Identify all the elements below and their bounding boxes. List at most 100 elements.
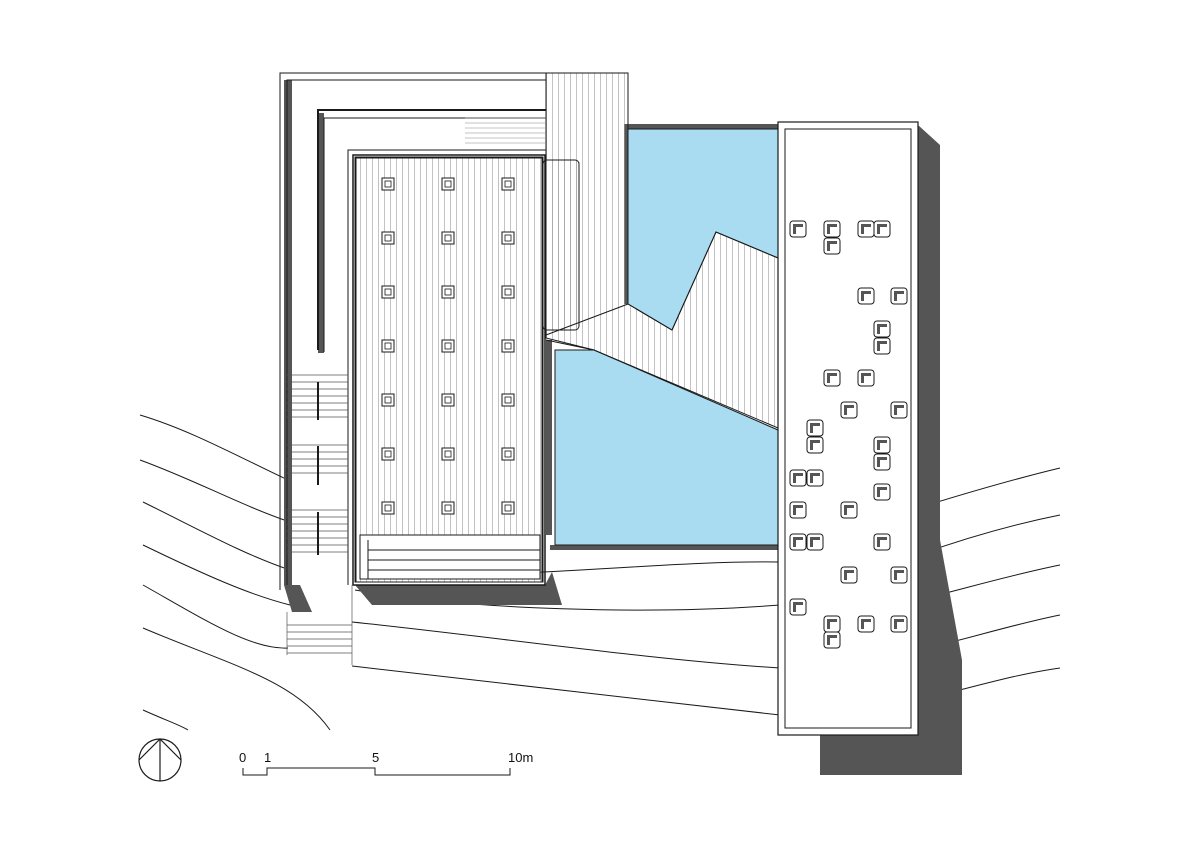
hall-column — [441, 393, 455, 407]
contour-line — [142, 544, 291, 606]
hall-column-core — [504, 288, 512, 296]
tower-window — [873, 453, 891, 471]
pool-divider — [545, 303, 629, 336]
tower — [777, 121, 919, 736]
contour-line — [351, 665, 781, 716]
upper-steps — [465, 117, 546, 144]
tower-window — [873, 337, 891, 355]
tower-window-shadow — [894, 291, 904, 301]
tower-window-shadow — [844, 405, 854, 415]
tower-window — [857, 369, 875, 387]
hall-column — [381, 177, 395, 191]
hall-column-core — [504, 396, 512, 404]
hall-column — [441, 177, 455, 191]
hall-column-core — [384, 234, 392, 242]
hall-column-core — [504, 450, 512, 458]
hall-column-core — [384, 504, 392, 512]
west-base-shadow — [284, 585, 312, 612]
contour-line — [142, 627, 331, 731]
tower-window — [823, 615, 841, 633]
tower-window — [890, 401, 908, 419]
tower-window-shadow — [793, 224, 803, 234]
hall-column — [441, 447, 455, 461]
tower-window-shadow — [877, 440, 887, 450]
tower-window-shadow — [810, 473, 820, 483]
tower-window — [840, 566, 858, 584]
tower-window-shadow — [844, 505, 854, 515]
upper-deck — [545, 72, 779, 429]
west-stair — [286, 374, 353, 665]
tower-window — [806, 469, 824, 487]
tower-window — [806, 436, 824, 454]
hall-column — [501, 285, 515, 299]
tower-window — [789, 469, 807, 487]
scale-label-5: 5 — [372, 750, 379, 765]
tower-window-shadow — [844, 570, 854, 580]
hall-columns — [381, 177, 515, 515]
tower-outline — [777, 121, 919, 736]
pool-edge-shadow — [546, 340, 552, 535]
tower-window — [840, 401, 858, 419]
mid-wall — [317, 109, 546, 350]
hall-column-core — [444, 180, 452, 188]
tower-window-shadow — [861, 224, 871, 234]
tower-window-shadow — [877, 457, 887, 467]
tower-window — [789, 598, 807, 616]
hall-column — [501, 393, 515, 407]
entry-platform — [359, 534, 541, 580]
tower-window-shadow — [810, 537, 820, 547]
tower-window-shadow — [827, 373, 837, 383]
tower-window — [857, 287, 875, 305]
main-hall-outline-inner — [355, 157, 543, 583]
hall-column — [501, 177, 515, 191]
tower-window — [857, 220, 875, 238]
west-wall-shadow — [284, 80, 292, 585]
tower-window — [873, 436, 891, 454]
hall-column-core — [444, 504, 452, 512]
hall-column — [381, 501, 395, 515]
tower-window — [873, 483, 891, 501]
tower-window-shadow — [827, 241, 837, 251]
hall-column — [441, 285, 455, 299]
north-arrow-icon — [138, 738, 182, 782]
pool-top-shadow — [626, 124, 778, 130]
hall-column — [381, 339, 395, 353]
tower-window-shadow — [894, 619, 904, 629]
hall-column-core — [444, 396, 452, 404]
main-hall-roof — [354, 156, 544, 583]
scale-bar: 0 1 5 10m — [239, 750, 533, 776]
hall-column-core — [504, 342, 512, 350]
tower-window — [873, 533, 891, 551]
tower-window-shadow — [861, 291, 871, 301]
scale-label-10m: 10m — [508, 750, 533, 765]
hall-column — [381, 285, 395, 299]
tower-window-shadow — [877, 224, 887, 234]
tower-window — [806, 533, 824, 551]
tower-window-shadow — [810, 423, 820, 433]
hall-column — [381, 447, 395, 461]
tower-window-shadow — [827, 224, 837, 234]
hall-column-core — [384, 288, 392, 296]
tower-window-shadow — [827, 635, 837, 645]
tower-window — [873, 220, 891, 238]
tower-windows — [789, 220, 908, 649]
contour-line — [139, 414, 289, 481]
contour-line — [142, 501, 291, 571]
hall-column-core — [384, 180, 392, 188]
hall-column-core — [444, 450, 452, 458]
scale-label-1: 1 — [264, 750, 271, 765]
hall-column-core — [444, 234, 452, 242]
pool-divider — [545, 339, 595, 351]
tower-window — [789, 220, 807, 238]
pool-bottom-shadow — [550, 545, 778, 550]
tower-window-shadow — [810, 440, 820, 450]
contour-line — [142, 584, 289, 649]
inner-wall — [347, 149, 546, 585]
tower-window-shadow — [877, 487, 887, 497]
tower-window — [823, 237, 841, 255]
tower-window — [890, 287, 908, 305]
hall-column-core — [384, 450, 392, 458]
contour-line — [139, 459, 291, 523]
hall-column — [501, 501, 515, 515]
